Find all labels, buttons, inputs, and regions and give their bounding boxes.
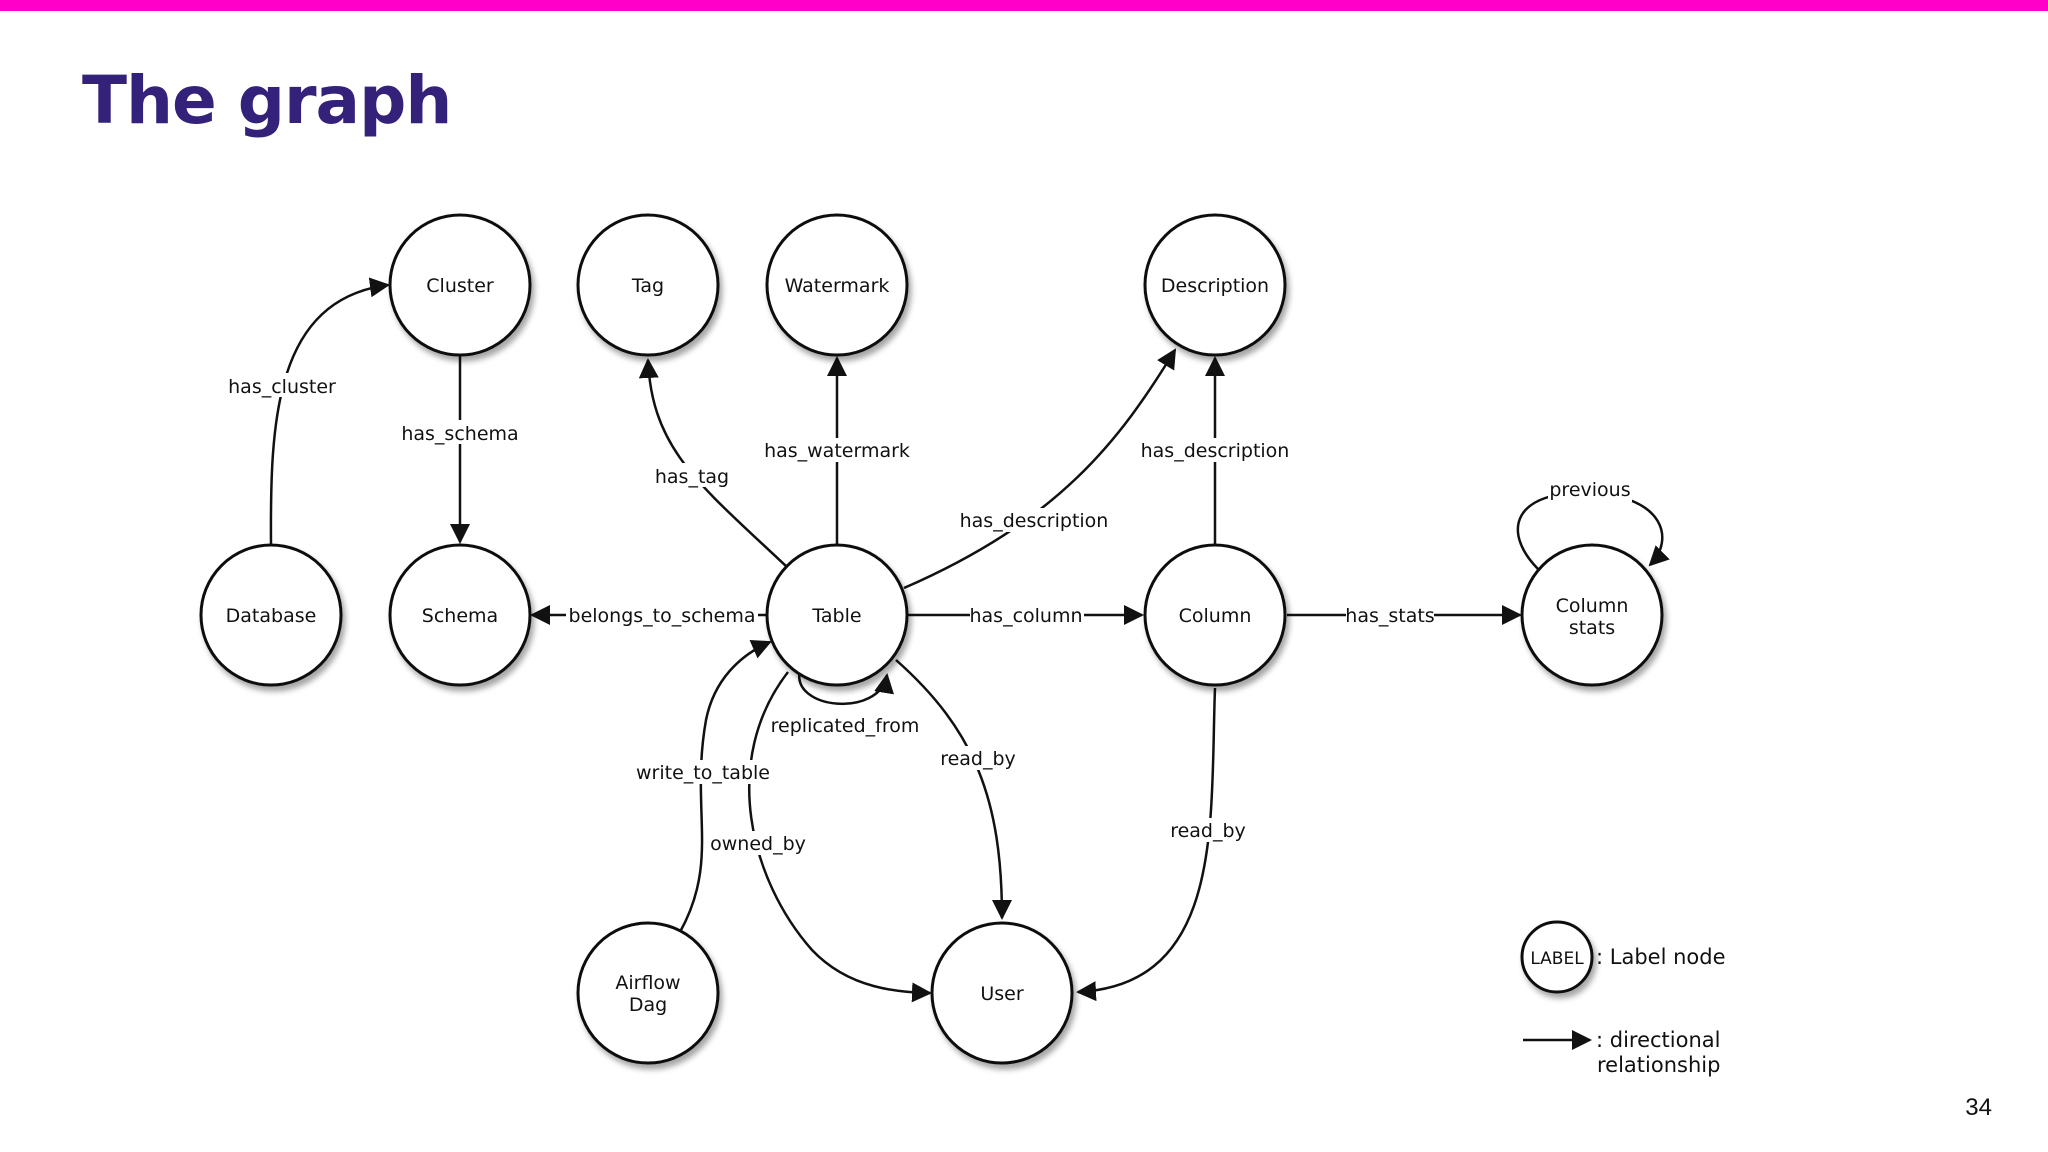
node-watermark-label: Watermark [785,275,890,297]
legend-node-sample: LABEL [1520,920,1594,994]
label-read-by-column: read_by [1170,820,1246,842]
label-has-watermark: has_watermark [764,440,910,462]
edge-has-cluster [269,277,390,546]
label-previous: previous [1549,479,1630,501]
node-database-label: Database [226,605,317,627]
top-accent-bar [0,0,2048,11]
node-airflow-dag-label-line2: Dag [629,994,667,1016]
edge-read-by-column [1076,687,1217,1002]
legend-node-label: LABEL [1530,949,1584,969]
node-description: Description [1143,213,1287,357]
node-schema-label: Schema [422,605,498,627]
label-write-to-table: write_to_table [636,762,770,784]
node-schema: Schema [388,543,532,687]
legend-node-desc: : Label node [1596,945,1726,969]
node-column: Column [1143,543,1287,687]
page-number: 34 [1965,1094,1992,1121]
node-column-stats: Column stats [1520,543,1664,687]
edge-has-description-table [903,348,1177,590]
node-table: Table [765,543,909,687]
label-read-by-table: read_by [940,748,1016,770]
label-has-stats: has_stats [1345,605,1434,627]
node-database: Database [199,543,343,687]
node-user: User [930,921,1074,1065]
label-owned-by: owned_by [710,833,806,855]
node-airflow-dag-label-line1: Airflow [615,972,680,994]
node-column-stats-label-line1: Column [1556,595,1629,617]
legend-edge-desc-line1: : directional [1596,1028,1720,1052]
label-has-description-table: has_description [960,510,1109,532]
legend: LABEL : Label node : directional relatio… [1520,920,1726,1077]
label-has-cluster: has_cluster [228,376,336,398]
label-has-description-column: has_description [1141,440,1290,462]
label-belongs-to-schema: belongs_to_schema [569,605,756,627]
edge-owned-by [748,671,932,1003]
label-has-tag: has_tag [655,466,729,488]
node-column-label: Column [1179,605,1252,627]
node-column-stats-label-line2: stats [1569,617,1615,639]
edge-replicated-from [798,669,894,705]
node-description-label: Description [1161,275,1269,297]
label-has-column: has_column [969,605,1082,627]
edge-read-by-table [895,659,1012,920]
node-cluster-label: Cluster [426,275,494,297]
edge-write-to-table [678,639,772,933]
node-user-label: User [980,983,1023,1005]
label-has-schema: has_schema [401,423,518,445]
legend-edge-desc-line2: relationship [1597,1053,1720,1077]
node-table-label: Table [811,605,861,627]
node-tag-label: Tag [631,275,664,297]
node-tag: Tag [576,213,720,357]
node-watermark: Watermark [765,213,909,357]
node-airflow-dag: Airflow Dag [576,921,720,1065]
slide-title: The graph [82,62,452,139]
node-cluster: Cluster [388,213,532,357]
label-replicated-from: replicated_from [771,715,920,737]
